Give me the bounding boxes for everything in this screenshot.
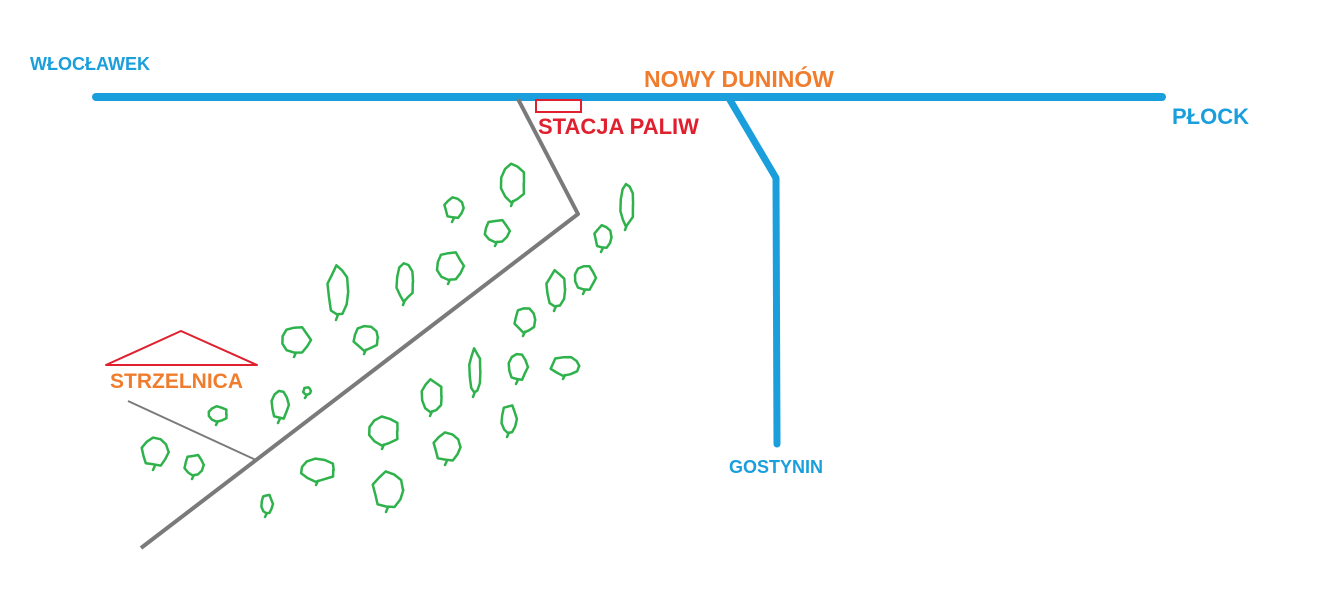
poi-label-strzelnica: STRZELNICA [110,370,243,393]
village-label-nowy-duninow: NOWY DUNINÓW [644,66,834,92]
city-label-wloclawek: WŁOCŁAWEK [30,54,150,74]
tree-icon [549,355,581,381]
tree-icon [573,265,598,296]
local-road-strzelnica [127,400,257,461]
tree-icon [500,404,519,439]
city-label-gostynin: GOSTYNIN [729,457,824,477]
tree-icon [483,218,512,248]
forest [140,162,635,519]
tree-icon [260,493,275,519]
tree-icon [420,378,443,418]
tree-icon [593,223,613,254]
tree-icon [367,415,399,451]
tree-icon [183,453,206,481]
tree-icon [499,162,526,208]
tree-icon [326,264,350,322]
tree-icon [207,404,228,427]
tree-icon [468,347,482,399]
tree-icon [140,436,171,472]
tree-icon [432,431,462,467]
tree-icon [545,268,567,313]
tree-icon [299,457,335,487]
tree-icon [443,196,465,224]
tree-icon [352,324,380,356]
poi-label-stacja-paliw: STACJA PALIW [538,114,699,139]
tree-icon [270,389,291,425]
city-label-plock: PŁOCK [1172,104,1249,129]
fuel-station-icon [535,99,582,113]
tree-icon [371,470,405,514]
main-road-gostynin [726,96,781,448]
shooting-range-roof-icon [105,330,258,366]
tree-icon [619,182,635,232]
tree-icon [281,326,313,359]
tree-icon [435,251,466,286]
tree-icon [513,307,537,338]
local-road-forest [139,98,580,550]
tree-icon [301,386,313,400]
tree-icon [395,262,415,307]
tree-icon [507,352,530,386]
